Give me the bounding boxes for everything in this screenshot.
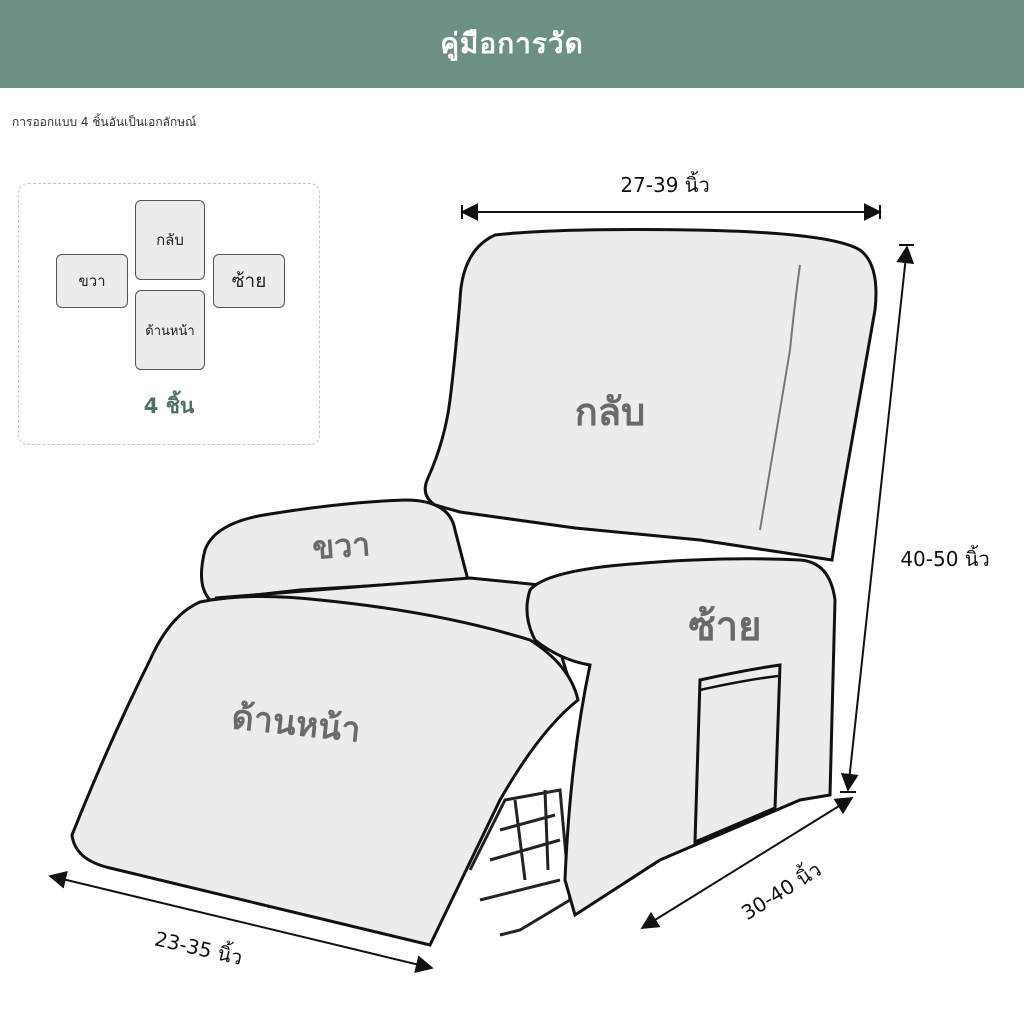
recliner-mechanism xyxy=(468,788,572,937)
dim-label-width: 27-39 นิ้ว xyxy=(620,171,709,197)
header-banner: คู่มือการวัด xyxy=(0,0,1024,88)
chair-pocket-flap xyxy=(699,674,779,692)
page-title: คู่มือการวัด xyxy=(440,27,584,60)
dim-label-depth: 30-40 นิ้ว xyxy=(736,856,826,925)
part-label-right: ขวา xyxy=(311,525,371,567)
subtitle: การออกแบบ 4 ชิ้นอันเป็นเอกลักษณ์ xyxy=(12,115,197,129)
part-label-left: ซ้าย xyxy=(688,604,761,650)
dim-label-height: 40-50 นิ้ว xyxy=(900,545,989,571)
part-label-back: กลับ xyxy=(575,390,645,434)
legend-tile-front: ด้านหน้า xyxy=(135,290,205,370)
chair-back-seam xyxy=(759,264,801,531)
chair-right-arm xyxy=(199,498,470,602)
dim-arrow-height xyxy=(840,245,915,792)
chair-left-arm xyxy=(525,557,837,918)
legend-tile-back: กลับ xyxy=(135,200,205,280)
dim-label-footrest: 23-35 นิ้ว xyxy=(152,924,245,969)
chair-front xyxy=(70,594,580,947)
chair-back xyxy=(423,228,878,562)
pieces-count: 4 ชิ้น xyxy=(143,394,195,418)
legend-tile-right: ขวา xyxy=(56,254,128,308)
dim-arrow-footrest xyxy=(48,871,434,973)
dim-arrow-depth xyxy=(640,797,854,929)
pieces-legend: กลับ ขวา ซ้าย ด้านหน้า 4 ชิ้น xyxy=(18,183,320,445)
legend-tile-left: ซ้าย xyxy=(213,254,285,308)
